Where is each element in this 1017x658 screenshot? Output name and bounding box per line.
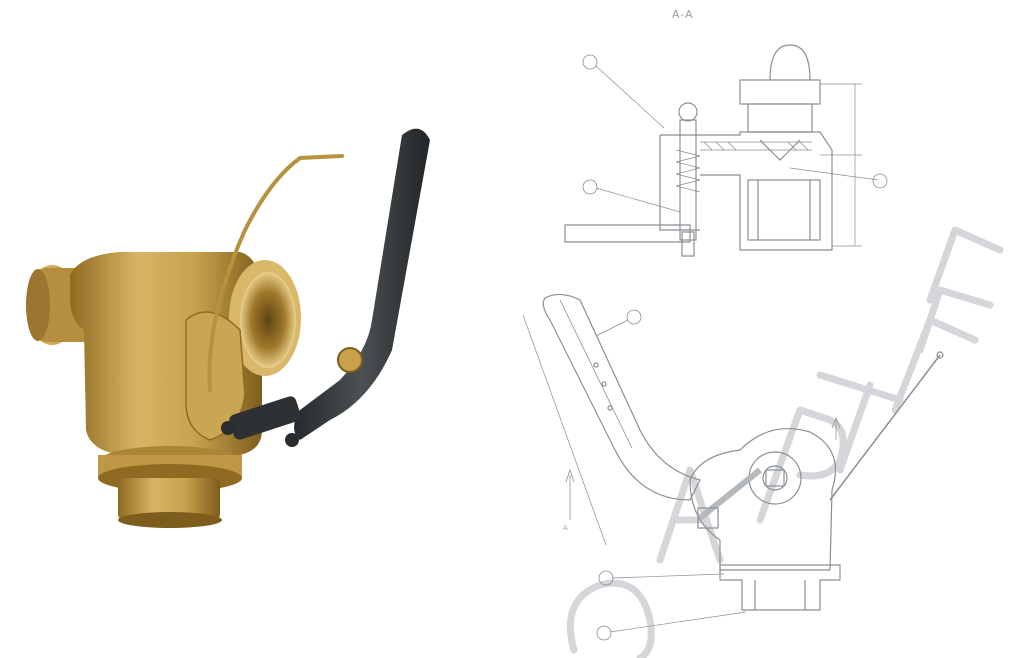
cross-section-drawing — [564, 44, 888, 257]
side-view-drawing — [522, 293, 944, 641]
section-title: A-A — [672, 8, 694, 21]
watermark — [566, 226, 1004, 658]
brass-valve-photo — [26, 128, 430, 528]
view-marker-label: A — [563, 524, 568, 532]
